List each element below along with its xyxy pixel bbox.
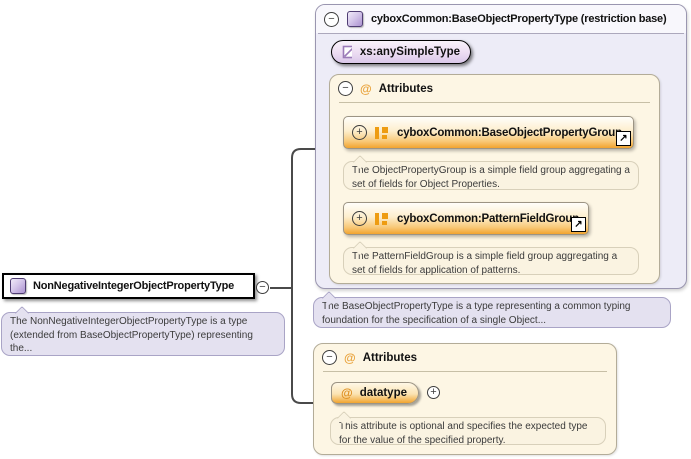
- group-description: The ObjectPropertyGroup is a simple fiel…: [352, 165, 630, 190]
- base-type-description-bubble: The BaseObjectPropertyType is a type rep…: [313, 290, 671, 328]
- group-expand-icon[interactable]: +: [352, 125, 367, 140]
- at-icon: @: [360, 81, 372, 96]
- group-description-bubble: The PatternFieldGroup is a simple field …: [343, 240, 639, 276]
- base-type-collapse-icon[interactable]: −: [324, 11, 339, 27]
- go-to-definition-icon[interactable]: ↗: [571, 217, 586, 232]
- root-type-description-bubble: The NonNegativeIntegerObjectPropertyType…: [1, 305, 285, 356]
- base-type-panel: − cyboxCommon:BaseObjectPropertyType (re…: [315, 4, 687, 289]
- attribute-group-icon: [375, 212, 389, 226]
- attribute-node-datatype[interactable]: @ datatype: [331, 382, 419, 404]
- attribute-description-bubble: This attribute is optional and specifies…: [330, 410, 606, 446]
- root-type-node[interactable]: NonNegativeIntegerObjectPropertyType: [2, 273, 255, 299]
- attributes-collapse-icon[interactable]: −: [322, 350, 337, 365]
- complex-type-icon: [347, 11, 363, 27]
- group-description-bubble: The ObjectPropertyGroup is a simple fiel…: [343, 154, 639, 190]
- attribute-group-node[interactable]: + cyboxCommon:BaseObjectPropertyGroup ↗: [343, 116, 634, 149]
- attributes-collapse-icon[interactable]: −: [338, 81, 353, 96]
- base-type-header: − cyboxCommon:BaseObjectPropertyType (re…: [316, 5, 686, 33]
- attributes-header: − @ Attributes: [314, 344, 616, 371]
- simple-type-label: xs:anySimpleType: [359, 46, 460, 58]
- attribute-group-icon: [375, 126, 389, 140]
- attribute-group-node[interactable]: + cyboxCommon:PatternFieldGroup ↗: [343, 202, 589, 235]
- base-type-title: cyboxCommon:BaseObjectPropertyType (rest…: [371, 13, 667, 25]
- attribute-group-name: cyboxCommon:BaseObjectPropertyGroup: [397, 126, 622, 139]
- go-to-definition-icon[interactable]: ↗: [616, 131, 631, 146]
- complex-type-icon: [10, 278, 26, 294]
- base-type-description: The BaseObjectPropertyType is a type rep…: [322, 301, 631, 326]
- attribute-name: datatype: [359, 387, 407, 399]
- at-icon: @: [341, 386, 353, 400]
- simple-type-pill[interactable]: xs:anySimpleType: [331, 40, 471, 64]
- attribute-description: This attribute is optional and specifies…: [339, 421, 588, 446]
- root-type-title: NonNegativeIntegerObjectPropertyType: [33, 280, 235, 292]
- at-icon: @: [344, 350, 356, 365]
- attributes-label: Attributes: [378, 82, 434, 95]
- root-type-description: The NonNegativeIntegerObjectPropertyType…: [10, 316, 253, 354]
- attribute-group-name: cyboxCommon:PatternFieldGroup: [397, 212, 580, 225]
- local-attributes-box: − @ Attributes @ datatype + This attribu…: [313, 343, 617, 455]
- group-description: The PatternFieldGroup is a simple field …: [352, 251, 618, 276]
- inherited-attributes-box: − @ Attributes + cyboxCommon:BaseObjectP…: [329, 74, 660, 284]
- header-divider: [318, 33, 684, 34]
- attributes-header: − @ Attributes: [330, 75, 659, 102]
- attribute-expand-icon[interactable]: +: [427, 386, 440, 399]
- header-divider: [339, 102, 650, 103]
- group-expand-icon[interactable]: +: [352, 211, 367, 226]
- attributes-label: Attributes: [362, 351, 418, 364]
- simple-type-icon: [342, 45, 352, 59]
- header-divider: [323, 371, 607, 372]
- root-collapse-toggle-icon[interactable]: −: [256, 281, 269, 294]
